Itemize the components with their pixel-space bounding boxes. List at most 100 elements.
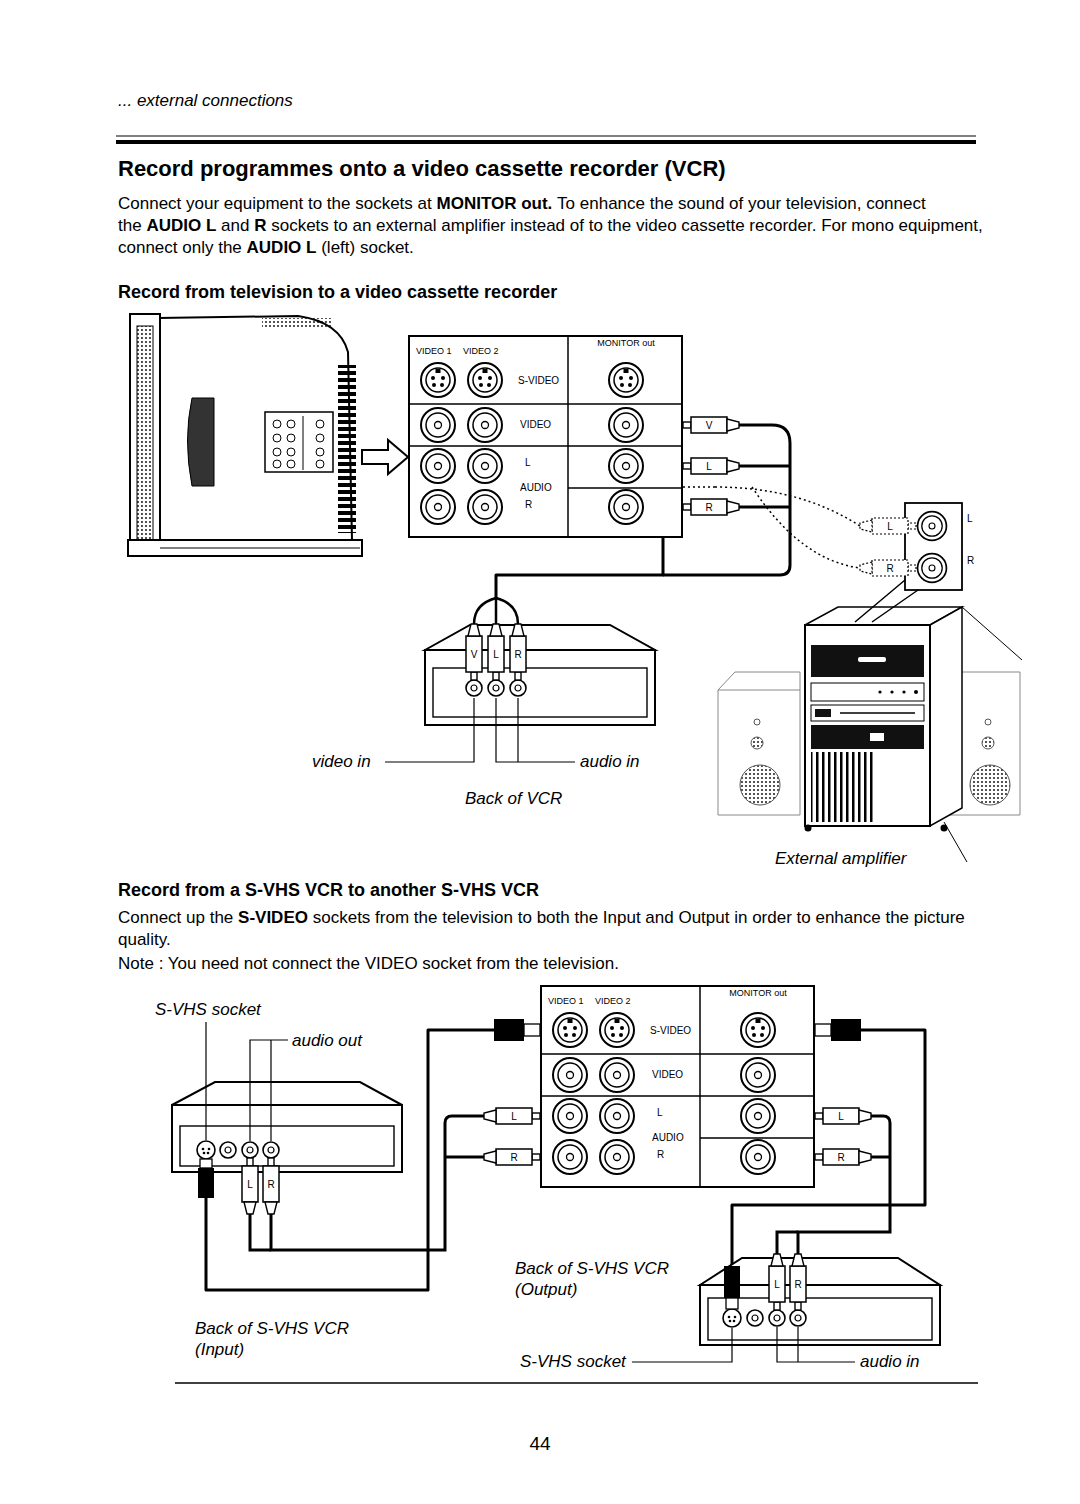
bold-term: R xyxy=(254,216,266,235)
illustration-part xyxy=(811,752,873,822)
illustration-part xyxy=(287,434,295,442)
svideo-socket xyxy=(741,1013,775,1047)
illustration-part xyxy=(858,657,886,662)
illustration-part xyxy=(205,1022,206,1140)
illustration-part xyxy=(273,460,281,468)
illustration-part xyxy=(699,985,701,1188)
illustration-part xyxy=(811,725,924,749)
illustration-part xyxy=(718,690,800,691)
node-text: R xyxy=(967,554,974,567)
rca-socket xyxy=(421,490,455,524)
rca-plug xyxy=(683,417,739,433)
header-rule xyxy=(116,140,976,144)
svhs-vcr-output: Back of S-VHS VCR (Output) xyxy=(700,1255,940,1345)
tv-rear-vents xyxy=(338,365,356,533)
illustration-part xyxy=(840,712,915,714)
note-text: Note : You need not connect the VIDEO so… xyxy=(118,953,619,974)
cable-connector xyxy=(732,1030,925,1255)
bold-term: AUDIO L xyxy=(247,238,317,257)
rca-socket xyxy=(600,1099,634,1133)
svideo-socket xyxy=(600,1013,634,1047)
callout-label: S-VHS socket xyxy=(520,1351,626,1372)
illustration-part xyxy=(797,1327,798,1362)
rca-socket xyxy=(553,1140,587,1174)
rca-socket xyxy=(609,408,643,442)
illustration-part xyxy=(811,645,924,677)
body-text: Connect your equipment to the sockets at xyxy=(118,194,432,213)
illustration-part xyxy=(914,690,918,694)
svhs-vcr-input: Back of S-VHS VCR (Input) xyxy=(172,1082,402,1175)
leader-line xyxy=(206,1022,288,1141)
plug-label: R xyxy=(514,648,521,661)
svideo-socket xyxy=(553,1013,587,1047)
leader-line xyxy=(385,698,575,762)
illustration-part xyxy=(982,737,994,749)
rca-socket xyxy=(790,1310,806,1326)
bold-term: AUDIO L xyxy=(146,216,216,235)
node-text: VIDEO 1 xyxy=(416,346,452,357)
plug-label: R xyxy=(837,1151,844,1164)
illustration-part xyxy=(715,487,860,526)
illustration-part xyxy=(805,825,812,832)
audio-cable xyxy=(250,1116,484,1250)
section-heading: Record from a S-VHS VCR to another S-VHS… xyxy=(118,879,539,902)
rca-plug xyxy=(242,1158,258,1214)
plug-label: R xyxy=(510,1151,517,1164)
svideo-plug-tip xyxy=(726,1298,738,1309)
page-number: 44 xyxy=(529,1432,550,1456)
plug-label: R xyxy=(267,1178,274,1191)
illustration-part xyxy=(474,598,496,624)
rca-socket xyxy=(468,490,502,524)
rca-socket xyxy=(609,490,643,524)
page-title: Record programmes onto a video cassette … xyxy=(118,155,726,183)
svideo-plug-tip xyxy=(524,1024,540,1036)
plug-label: V xyxy=(706,419,713,432)
tv-base xyxy=(128,540,362,556)
plug-label: L xyxy=(774,1278,780,1291)
dotted-cable-connector xyxy=(683,486,715,488)
illustration-part xyxy=(273,420,281,428)
node-text: External amplifier xyxy=(775,848,906,869)
illustration-part xyxy=(496,598,518,624)
illustration-part xyxy=(250,1214,271,1250)
callout-label: audio in xyxy=(580,751,640,772)
plug-label: R xyxy=(794,1278,801,1291)
illustration-part xyxy=(496,698,575,762)
illustration-part xyxy=(287,448,295,456)
node-text: AUDIO xyxy=(520,481,552,494)
tv-cabinet xyxy=(158,316,352,550)
illustration-part xyxy=(798,1116,890,1254)
bold-term: MONITOR out. xyxy=(437,194,553,213)
svideo-plug xyxy=(831,1019,861,1041)
illustration-part xyxy=(718,672,800,815)
rca-socket xyxy=(600,1140,634,1174)
illustration-part xyxy=(568,487,683,489)
illustration-part xyxy=(811,683,924,701)
illustration-part xyxy=(878,690,881,693)
node-text: Back of VCR xyxy=(465,788,562,809)
tv-socket-dots xyxy=(273,416,324,470)
svideo-socket xyxy=(468,363,502,397)
svhs-vcr xyxy=(700,1258,940,1345)
plug-label: R xyxy=(705,501,712,514)
illustration-part xyxy=(271,1116,484,1250)
illustration-part xyxy=(540,1095,815,1097)
vcr-panel xyxy=(433,668,647,717)
rca-socket xyxy=(600,1058,634,1092)
rca-socket xyxy=(510,680,526,696)
illustration-part xyxy=(815,709,831,717)
node-text: Back of S-VHS VCR (Input) xyxy=(195,1318,375,1360)
rca-socket xyxy=(918,554,947,583)
tv-screen-edge xyxy=(137,326,153,542)
illustration-part xyxy=(777,1327,855,1362)
vcr-back xyxy=(425,650,655,725)
svideo-socket xyxy=(723,1309,741,1327)
panel-grid xyxy=(540,985,815,1188)
cable-connector xyxy=(496,538,663,598)
illustration-part xyxy=(540,1053,815,1055)
tv-top-vent xyxy=(262,318,332,327)
callout-label: audio out xyxy=(292,1030,362,1051)
header-rule xyxy=(116,136,976,137)
body-text: (left) socket. xyxy=(321,238,414,257)
illustration-part xyxy=(445,1156,484,1159)
